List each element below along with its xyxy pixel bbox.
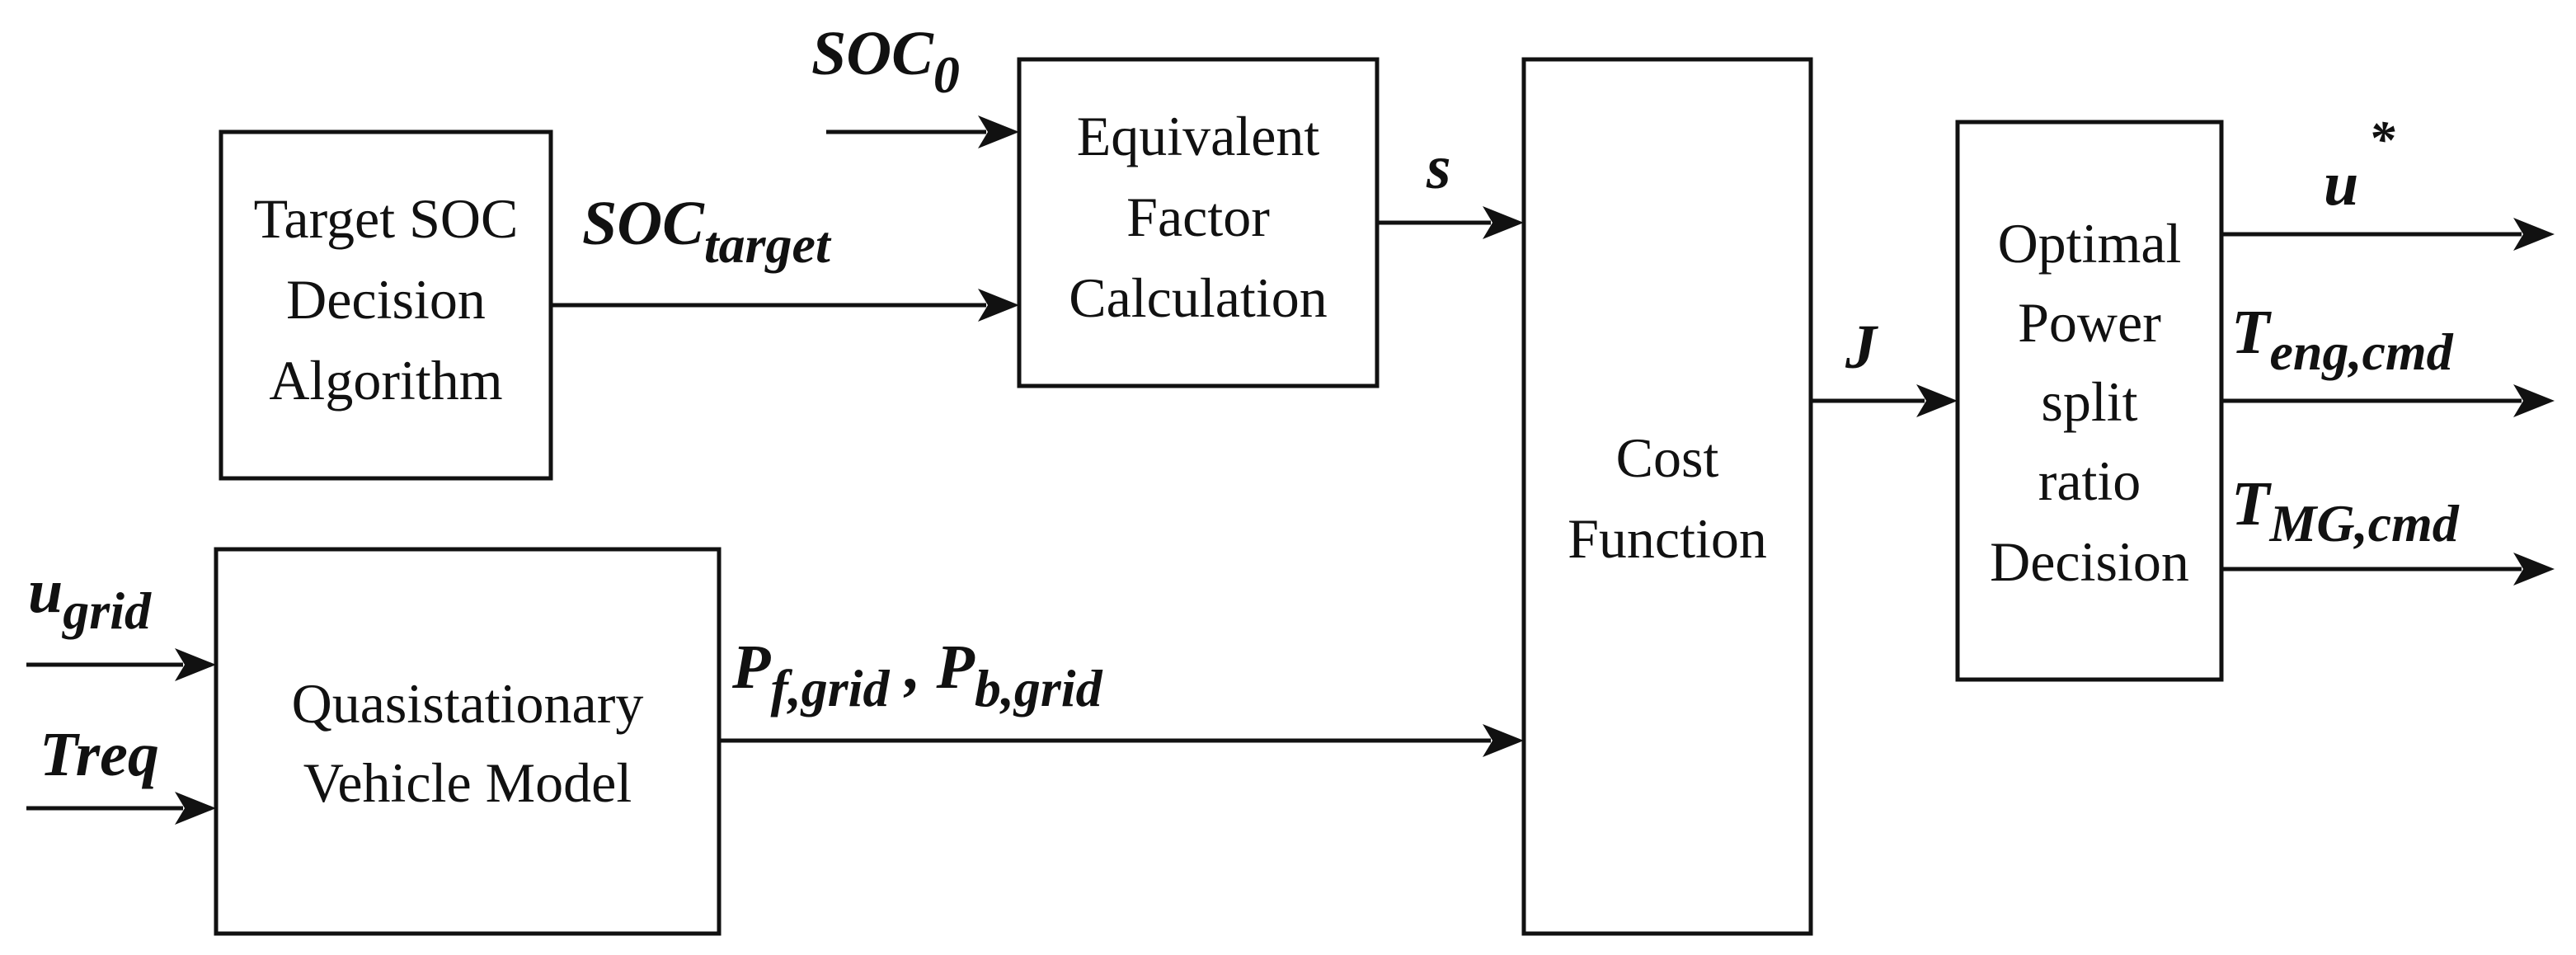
cost-function-line-2: Function xyxy=(1568,507,1767,570)
vehicle-model-block: Quasistationary Vehicle Model xyxy=(214,547,722,936)
vehicle-model-line-2: Vehicle Model xyxy=(303,751,632,814)
arrow-s xyxy=(1377,206,1524,239)
arrow-soc-target xyxy=(551,289,1019,322)
label-p-f-sub: f,grid xyxy=(770,659,890,717)
equivalent-factor-block: Equivalent Factor Calculation xyxy=(1017,57,1380,388)
label-soc0-main: SOC xyxy=(811,19,934,88)
label-s: s xyxy=(1426,133,1451,202)
label-u-star-sup: * xyxy=(2368,110,2395,168)
equivalent-factor-line-2: Factor xyxy=(1126,186,1270,248)
label-u-grid-sub: grid xyxy=(61,581,152,640)
target-soc-line-1: Target SOC xyxy=(254,187,519,250)
target-soc-line-2: Decision xyxy=(286,268,486,331)
arrow-j xyxy=(1811,384,1958,417)
optimal-power-split-line-2: Power xyxy=(2018,291,2161,354)
label-soc0-sub: 0 xyxy=(933,45,960,104)
label-t-eng-cmd-main: T xyxy=(2231,298,2272,367)
label-t-mg-cmd-main: T xyxy=(2231,469,2272,539)
equivalent-factor-line-3: Calculation xyxy=(1069,266,1327,329)
optimal-power-split-line-3: split xyxy=(2041,370,2137,433)
optimal-power-split-block: Optimal Power split ratio Decision xyxy=(1955,120,2224,682)
label-p-separator: , xyxy=(889,633,936,702)
arrow-p-grid xyxy=(719,724,1524,757)
label-u-grid-main: u xyxy=(28,557,63,626)
label-soc0: SOC0 xyxy=(811,19,960,104)
equivalent-factor-line-1: Equivalent xyxy=(1077,105,1320,167)
optimal-power-split-line-4: ratio xyxy=(2038,449,2141,512)
label-u-star: u* xyxy=(2324,110,2395,219)
arrow-treq xyxy=(26,792,216,825)
label-p-grid: Pf,grid , Pb,grid xyxy=(731,633,1103,717)
arrow-t-eng-cmd xyxy=(2221,384,2555,417)
cost-function-line-1: Cost xyxy=(1616,426,1719,489)
optimal-power-split-line-5: Decision xyxy=(1990,530,2189,593)
label-soc-target-sub: target xyxy=(704,215,832,274)
label-p-f-main: P xyxy=(731,633,771,702)
arrow-u-grid xyxy=(26,648,216,681)
label-t-eng-cmd-sub: eng,cmd xyxy=(2269,322,2453,381)
target-soc-block: Target SOC Decision Algorithm xyxy=(219,129,553,481)
label-t-mg-cmd-sub: MG,cmd xyxy=(2268,494,2459,553)
label-t-eng-cmd: Teng,cmd xyxy=(2231,298,2454,381)
label-soc-target-main: SOC xyxy=(582,189,705,258)
label-u-grid: ugrid xyxy=(28,557,152,640)
arrow-soc0 xyxy=(826,115,1019,148)
label-j: J xyxy=(1845,313,1878,382)
label-soc-target: SOCtarget xyxy=(582,189,832,274)
target-soc-line-3: Algorithm xyxy=(269,349,502,412)
vehicle-model-line-1: Quasistationary xyxy=(292,672,644,735)
label-t-mg-cmd: TMG,cmd xyxy=(2231,469,2460,553)
label-treq: Treq xyxy=(40,720,159,789)
label-p-b-main: P xyxy=(935,633,975,702)
optimal-power-split-line-1: Optimal xyxy=(1998,212,2182,275)
label-u-star-main: u xyxy=(2324,149,2358,219)
label-p-b-sub: b,grid xyxy=(975,659,1103,717)
cost-function-block: Cost Function xyxy=(1521,57,1813,936)
arrow-t-mg-cmd xyxy=(2221,553,2555,586)
arrow-u-star xyxy=(2221,218,2555,251)
